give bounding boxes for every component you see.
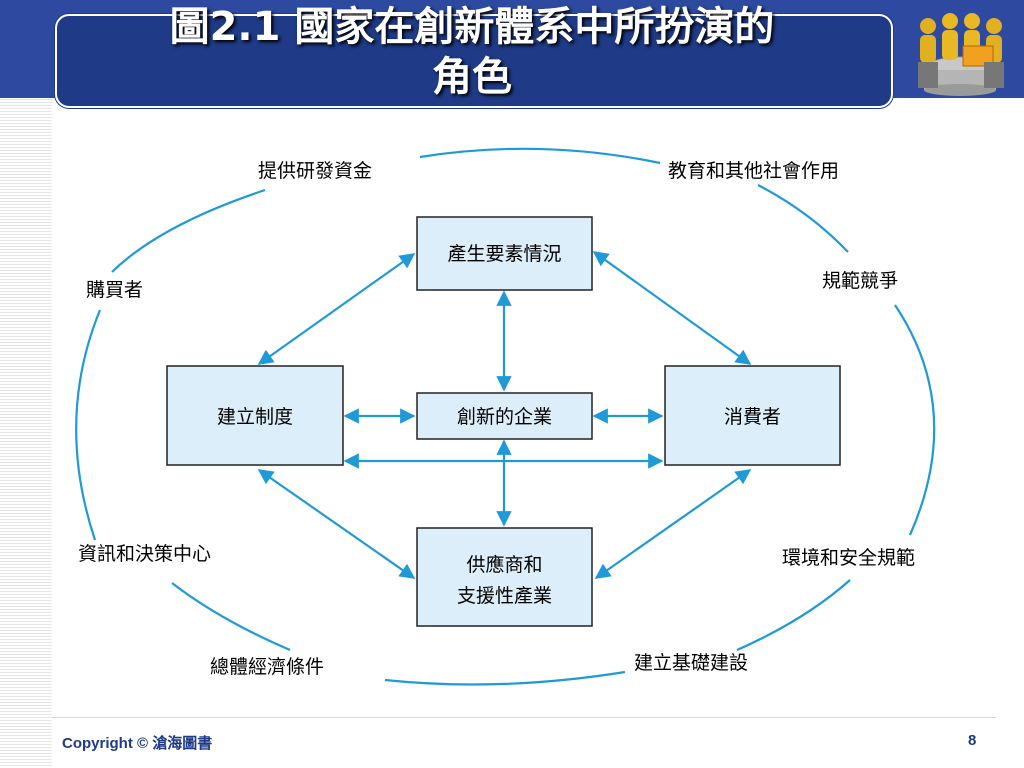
node-enterprise-label: 創新的企業 [457, 406, 552, 428]
slide-title-line1: 圖2.1 國家在創新體系中所扮演的 [169, 4, 775, 50]
node-institution-box [166, 365, 344, 466]
ring-arc-bottom-left [171, 582, 291, 652]
ring-arc-bottom [384, 670, 626, 686]
node-supplier-box [416, 527, 593, 627]
label-buyer: 購買者 [86, 279, 143, 301]
label-infrastructure: 建立基礎建設 [634, 652, 748, 674]
footer-divider [52, 717, 996, 718]
ring-arc-top [419, 147, 661, 165]
arrow-institution-supplier [257, 469, 416, 579]
node-consumer-label: 消費者 [724, 406, 781, 428]
ring-arc-right [894, 304, 936, 536]
label-education: 教育和其他社會作用 [668, 160, 839, 182]
title-box [55, 14, 893, 108]
copyright-text: Copyright © 滄海圖書 [62, 735, 213, 752]
label-macro: 總體經濟條件 [210, 656, 324, 678]
outer-ring [75, 147, 936, 686]
node-consumer-box [664, 365, 841, 466]
page-number: 8 [968, 732, 977, 749]
label-competition: 規範競爭 [822, 270, 898, 292]
slide-title: 圖2.1 國家在創新體系中所扮演的 角色 [55, 2, 889, 102]
arrow-consumer-supplier [594, 469, 752, 579]
label-info: 資訊和決策中心 [78, 543, 211, 565]
node-enterprise-box [416, 392, 593, 440]
arrows [257, 251, 752, 579]
left-stripe-decoration [0, 0, 52, 768]
ring-arc-top-left [111, 188, 266, 273]
node-supplier-label-line2: 支援性產業 [457, 585, 552, 607]
node-institution-label: 建立制度 [217, 406, 293, 428]
label-environment: 環境和安全規範 [782, 547, 915, 569]
ring-arc-left [75, 309, 102, 541]
node-supplier-label-line1: 供應商和 [466, 553, 542, 576]
ring-arc-top-right [757, 184, 849, 253]
slide-title-line2: 角色 [432, 54, 512, 100]
business-people-meeting-icon [918, 13, 1004, 96]
arrow-factor-consumer [592, 251, 752, 365]
label-funding: 提供研發資金 [258, 160, 372, 182]
node-factor-label: 產生要素情況 [447, 243, 561, 265]
node-factor-box [416, 216, 593, 291]
ring-arc-bottom-right [736, 579, 851, 652]
arrow-factor-institution [257, 253, 416, 365]
